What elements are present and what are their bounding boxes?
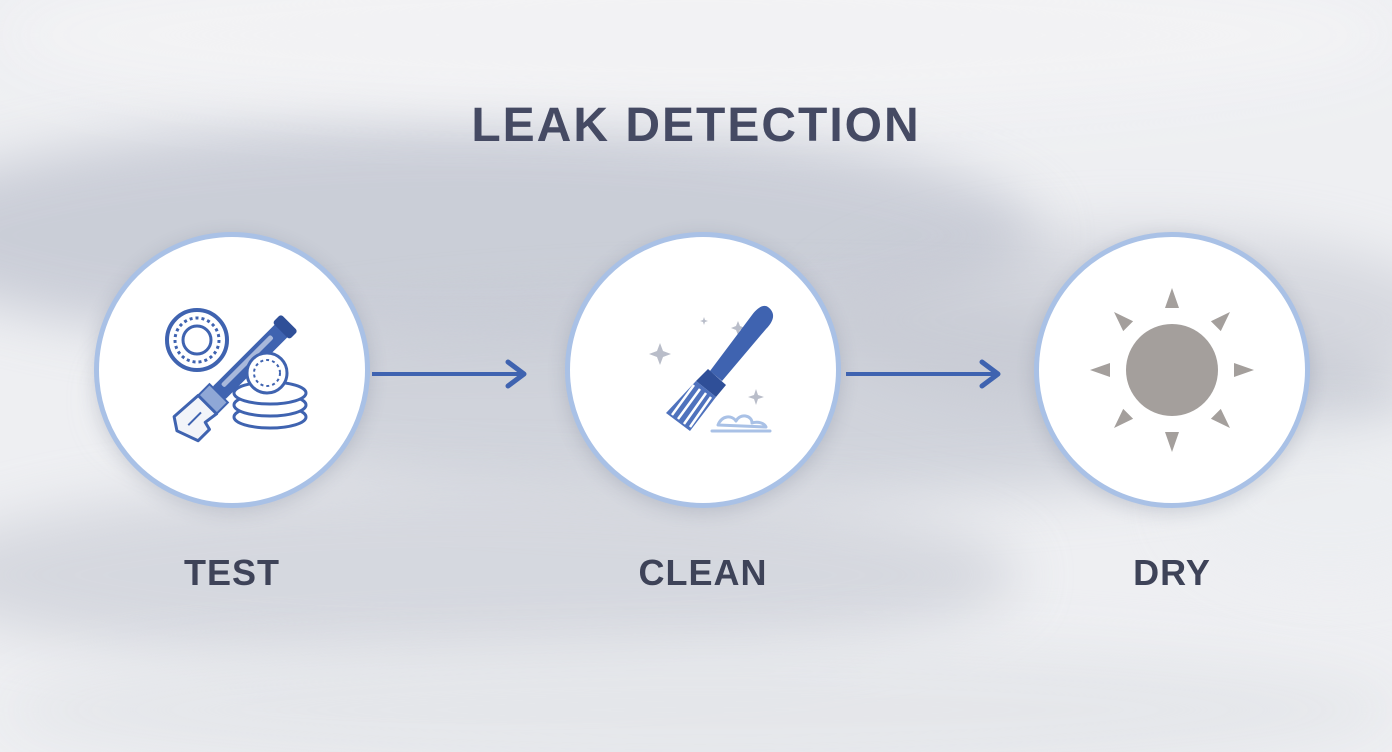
step-label: DRY [1133, 552, 1211, 593]
tools-icon [165, 308, 308, 443]
arrow-right-icon [372, 359, 527, 389]
sun-icon [1090, 288, 1254, 452]
step-circle [565, 232, 841, 508]
arrow-right-icon [846, 359, 1001, 389]
step-circle [1034, 232, 1310, 508]
step-dry: DRY [1034, 232, 1320, 593]
step-clean: CLEAN [565, 232, 851, 593]
diagram-title: LEAK DETECTION [471, 99, 921, 152]
step-label: TEST [183, 552, 280, 593]
brush-icon [649, 305, 774, 433]
step-label: CLEAN [638, 552, 768, 593]
step-test: TEST [94, 232, 380, 593]
step-circle [94, 232, 370, 508]
